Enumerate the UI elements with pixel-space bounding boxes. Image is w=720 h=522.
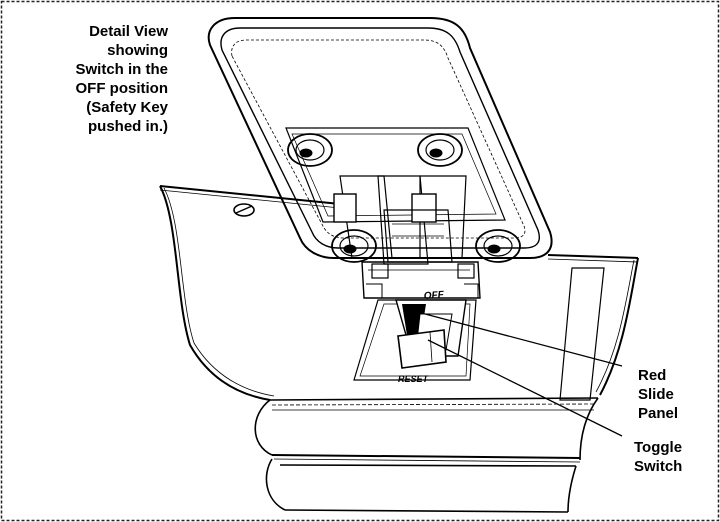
toggle-switch-leader-line — [427, 339, 623, 437]
plate-grommet-top-right — [417, 133, 463, 167]
plate-grommet-top-left — [287, 133, 333, 167]
reset-label: RESET — [398, 374, 430, 384]
red-slide-panel-leader-line — [409, 309, 623, 367]
housing-screw — [233, 203, 255, 217]
plate-grommet-bottom-left — [331, 229, 377, 263]
safety-key-plate — [207, 17, 553, 259]
red-slide-panel-label: Red Slide Panel — [638, 367, 679, 422]
safety-key-mechanism — [333, 175, 481, 299]
machine-housing — [159, 185, 639, 513]
toggle-switch — [397, 329, 447, 369]
off-label: OFF — [423, 290, 445, 302]
plate-grommet-bottom-right — [475, 229, 521, 263]
detail-view-caption: Detail View showing Switch in the OFF po… — [75, 23, 168, 135]
toggle-switch-label: Toggle Switch — [634, 439, 683, 475]
